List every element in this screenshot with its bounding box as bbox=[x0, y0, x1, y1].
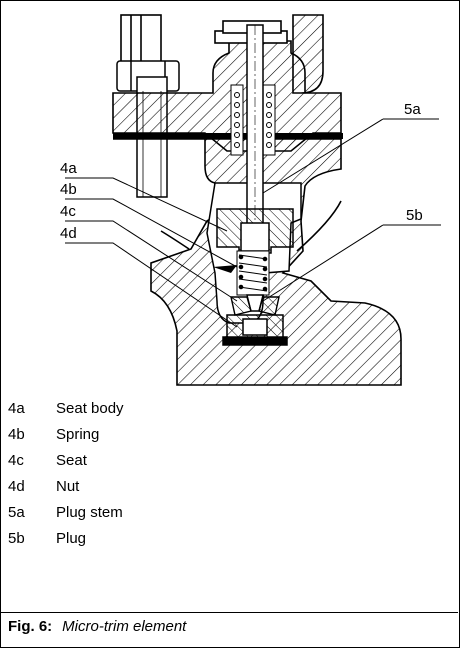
legend-key: 4c bbox=[8, 452, 24, 469]
micro-trim-section-drawing: 5a 4a 4b 4c 4d 5b bbox=[60, 14, 441, 386]
plug-stem bbox=[246, 24, 264, 232]
figure-title: Micro-trim element bbox=[62, 618, 187, 635]
legend-key: 4b bbox=[8, 426, 25, 443]
arrow-pointer bbox=[213, 265, 237, 273]
legend-label: Seat body bbox=[56, 400, 124, 417]
packing-rings bbox=[230, 84, 276, 156]
legend-key: 5b bbox=[8, 530, 25, 547]
legend-label: Seat bbox=[56, 452, 87, 469]
legend: 4a Seat body 4b Spring 4c Seat 4d Nut 5a… bbox=[8, 396, 448, 552]
callout-4c: 4c bbox=[60, 203, 76, 220]
nut bbox=[222, 314, 288, 346]
legend-label: Plug stem bbox=[56, 504, 123, 521]
callout-5b: 5b bbox=[406, 207, 423, 224]
legend-row: 5a Plug stem bbox=[8, 500, 448, 526]
legend-key: 4d bbox=[8, 478, 25, 495]
spring bbox=[236, 250, 270, 296]
legend-row: 4a Seat body bbox=[8, 396, 448, 422]
callout-4b: 4b bbox=[60, 181, 77, 198]
figure-number: Fig. 6: bbox=[8, 618, 53, 635]
legend-label: Nut bbox=[56, 478, 80, 495]
callout-4a: 4a bbox=[60, 160, 77, 177]
figure-caption: Fig. 6: Micro-trim element bbox=[8, 618, 186, 635]
leader-lines bbox=[65, 118, 441, 328]
caption-divider bbox=[0, 612, 458, 613]
legend-label: Spring bbox=[56, 426, 100, 443]
legend-key: 4a bbox=[8, 400, 25, 417]
legend-label: Plug bbox=[56, 530, 87, 547]
seat bbox=[230, 296, 280, 316]
legend-row: 4d Nut bbox=[8, 474, 448, 500]
gasket bbox=[113, 133, 343, 139]
seat-body bbox=[216, 208, 294, 254]
callout-4d: 4d bbox=[60, 225, 77, 242]
legend-row: 4b Spring bbox=[8, 422, 448, 448]
legend-row: 4c Seat bbox=[8, 448, 448, 474]
legend-row: 5b Plug bbox=[8, 526, 448, 552]
legend-key: 5a bbox=[8, 504, 25, 521]
callout-5a: 5a bbox=[404, 101, 421, 118]
